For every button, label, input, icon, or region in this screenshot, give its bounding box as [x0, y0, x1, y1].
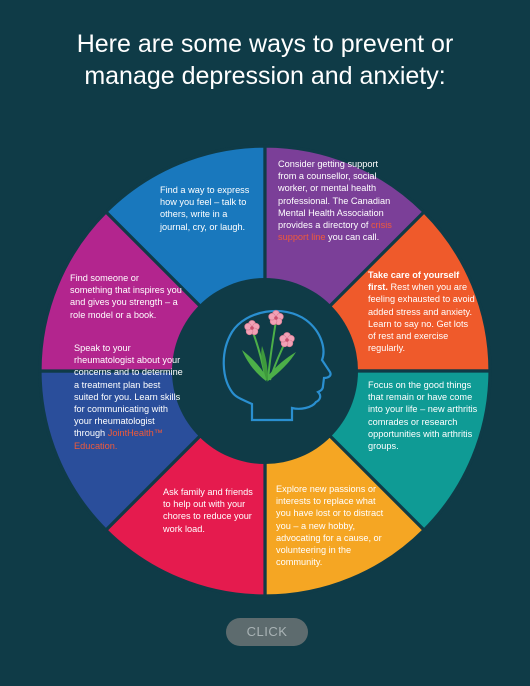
segment-inspires-label: Find someone or something that inspires … — [70, 273, 182, 320]
segment-support-label: Consider getting support from a counsell… — [278, 159, 391, 231]
segment-good-things-label: Focus on the good things that remain or … — [368, 380, 478, 452]
segment-family-label: Ask family and friends to help out with … — [163, 487, 253, 534]
flower-left-icon — [244, 320, 260, 336]
segment-rheumatologist-label: Speak to your rheumatologist about your … — [74, 343, 183, 439]
segment-passions-label: Explore new passions or interests to rep… — [276, 484, 384, 568]
segment-rheumatologist-text: Speak to your rheumatologist about your … — [74, 342, 186, 452]
title-line-1: Here are some ways to prevent or — [76, 30, 454, 58]
segment-care-text: Take care of yourself first. Rest when y… — [368, 269, 476, 354]
segment-family-text: Ask family and friends to help out with … — [163, 486, 263, 535]
page-title: Here are some ways to prevent or manage … — [0, 28, 530, 92]
segment-passions-text: Explore new passions or interests to rep… — [276, 483, 388, 568]
flower-top-icon — [268, 310, 284, 326]
segment-support-label-end: you can call. — [325, 232, 380, 243]
click-button[interactable]: CLICK — [226, 618, 308, 646]
title-line-2: manage depression and anxiety: — [84, 62, 446, 90]
head-icon — [222, 309, 332, 422]
crisis-support-link[interactable]: crisis support line — [278, 220, 392, 243]
segment-care-label: Rest when you are feeling exhausted to a… — [368, 282, 475, 354]
segment-good-things-text: Focus on the good things that remain or … — [368, 379, 478, 452]
segment-inspires-text: Find someone or something that inspires … — [70, 272, 182, 321]
flower-right-icon — [279, 332, 295, 348]
segment-express-text: Find a way to express how you feel – tal… — [160, 184, 252, 233]
self-care-heading: Take care of yourself first. — [368, 270, 460, 293]
jointhealth-education-link[interactable]: JointHealth™ Education. — [74, 428, 163, 451]
flower-icon — [242, 310, 296, 382]
segment-express-label: Find a way to express how you feel – tal… — [160, 185, 250, 232]
segment-support-text: Consider getting support from a counsell… — [278, 158, 396, 243]
